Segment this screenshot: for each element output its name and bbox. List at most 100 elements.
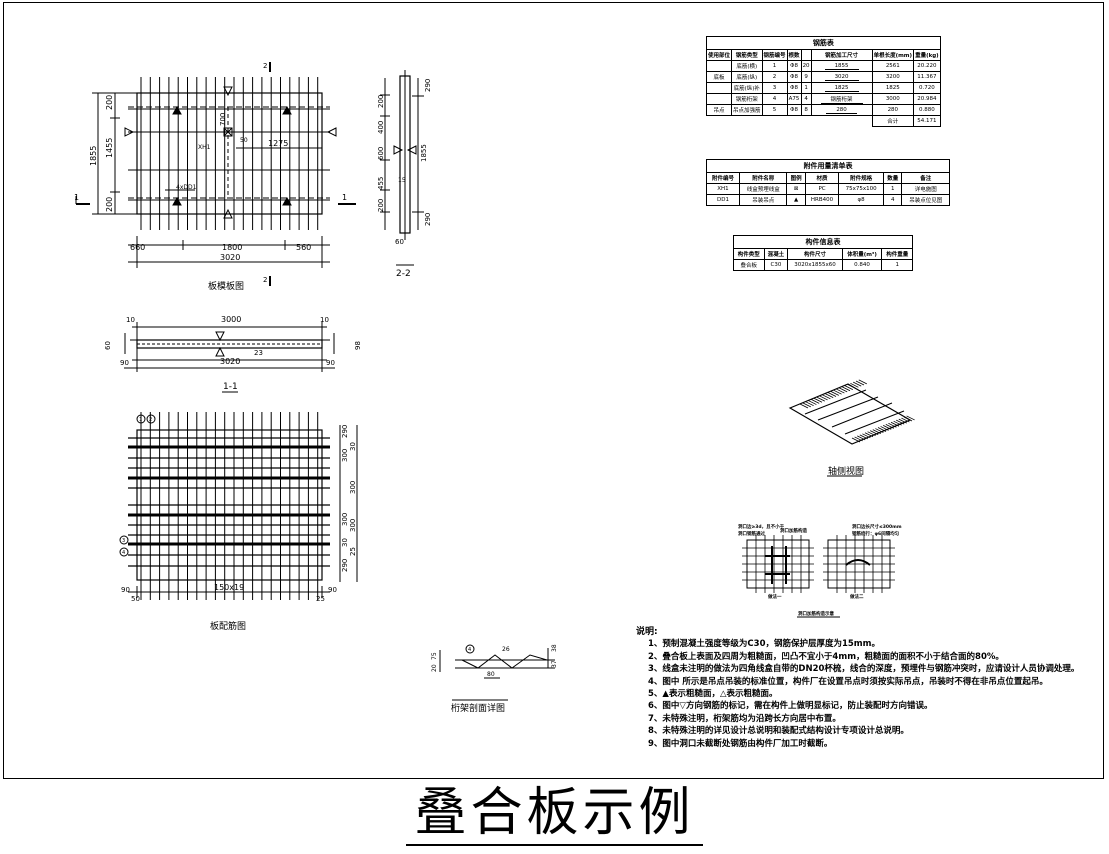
rebar-shape-label: 3020 [824,74,859,81]
table-header: 构件重量 [881,248,913,260]
table-cell: 20.984 [913,93,941,105]
truss-dim-20: 20 [431,664,438,672]
table-cell: 吊装点位见图 [901,194,950,206]
table-cell: 75x75x100 [838,183,884,195]
iso-view [788,379,915,477]
table-cell: 0.880 [913,104,941,116]
table-cell: XH1 [706,183,740,195]
rebar-right-dim: 300 [349,519,357,532]
drawing-frame [3,2,1104,779]
note-item: 7、未特殊注明，桁架筋均为沿跨长方向居中布置。 [648,713,841,724]
iso-bar-top [827,392,837,397]
embed-table-title: 附件用量清单表 [706,159,950,173]
table-cell: HRB400 [804,194,840,206]
rebar-dim-90-left: 90 [121,586,130,594]
iso-bar-top [819,395,828,401]
table-cell: 吊点 [705,104,733,116]
plan-dim-660: 660 [130,243,145,252]
truss-view-label: 桁架剖面详图 [451,702,505,714]
table-cell: 1 [881,259,913,271]
iso-bar-top [811,399,820,404]
truss-dim-38: 38 [551,644,558,652]
member-table-header: 构件类型 混凝土 构件尺寸 体积量(m³) 构件重量 [733,248,913,260]
iso-bar-top [802,402,811,408]
rebar-tag-4: 4 [122,550,125,556]
iso-bar-bottom [851,437,861,443]
table-cell: 280 [871,104,915,116]
truss-dim-75: 75 [431,652,438,660]
plan-dim-1800: 1800 [222,243,242,252]
iso-bar-top [833,389,842,395]
iso-bar-bottom [896,419,905,425]
table-header: 体积量(m³) [841,248,883,260]
iso-bar-bottom [888,422,897,428]
opening-sub1: 做法一 [767,593,782,600]
iso-bar-top [847,384,856,389]
rebar-tag-2: 2 [149,417,152,423]
table-cell: 8 [800,104,812,116]
rebar-shape-label: 1855 [824,63,859,70]
table-cell: A75 [786,93,802,105]
iso-bar-bottom [890,421,900,427]
table-cell: φ8 [838,194,884,206]
opening-note-left2: 洞口钢筋通过 [738,530,765,537]
rebar-total-label: 合计 [871,115,915,127]
table-cell: 1825 [871,82,915,94]
note-item: 6、图中▽方向钢筋的标记，需在构件上做明显标记，防止装配时方向错误。 [648,701,933,712]
s11-dim-90-left: 90 [120,359,129,367]
rebar-dim-50: 50 [131,595,140,603]
table-cell [705,93,733,105]
iso-bar-bottom [893,420,902,426]
page-title-wrap: 叠合板示例 [0,782,1109,846]
iso-bar-bottom [859,434,868,440]
iso-bar-top [836,388,845,394]
rebar-right-dim: 30 [349,442,357,451]
s22-dim-200b: 200 [377,199,385,212]
table-cell: ⊠ [786,183,806,195]
plan-dim-1855: 1855 [89,146,98,166]
plan-sec2-bottom: 2 [263,276,267,284]
plan-dim-3020: 3020 [220,253,240,262]
s22-dim-200a: 200 [377,95,385,108]
plan-view-label: 板模板图 [208,280,244,292]
table-header: 备注 [901,172,950,184]
table-cell: Φ8 [786,71,802,83]
iso-bar-top [799,403,809,409]
table-header: 数量 [882,172,903,184]
iso-bar-top [855,380,865,386]
iso-bar-bottom [901,417,910,423]
iso-bar-bottom [898,418,907,424]
s11-dim-3020: 3020 [220,357,240,366]
iso-bar-bottom [870,430,879,436]
plan-sec2-top: 2 [263,62,267,70]
note-item: 4、图中 所示是吊点吊装的标准位置，构件厂在设置吊点时须按实际吊点，吊装时不得在… [648,676,1048,687]
rebar-shape-label: 1825 [824,85,859,92]
opening-details [742,535,895,618]
rebar-right-dim: 30 [341,538,349,547]
notes: 说明: 1、预制混凝土强度等级为C30，钢筋保护层厚度为15mm。2、叠合板上表… [636,626,1096,750]
rebar-view-label: 板配筋图 [210,620,246,632]
iso-bar-top [808,400,817,405]
rebar-right-dim: 290 [341,559,349,572]
iso-bar-top [850,382,859,388]
table-cell: 3020x1855x60 [787,259,843,271]
rebar-plan [119,412,358,600]
note-item: 5、▲表示粗糙面，△表示粗糙面。 [648,689,778,700]
iso-bar-bottom [906,415,915,421]
rebar-shape-cell: 3020 [810,71,873,83]
table-cell: 4 [800,93,812,105]
iso-bar-top [816,396,825,402]
rebar-right-dim: 300 [341,449,349,462]
s22-dim-60: 60 [395,238,404,246]
table-header: 混凝土 [763,248,789,260]
iso-bar-bottom [877,427,887,432]
plan-sec1-left: 1 [74,193,79,202]
section-11 [124,322,335,393]
